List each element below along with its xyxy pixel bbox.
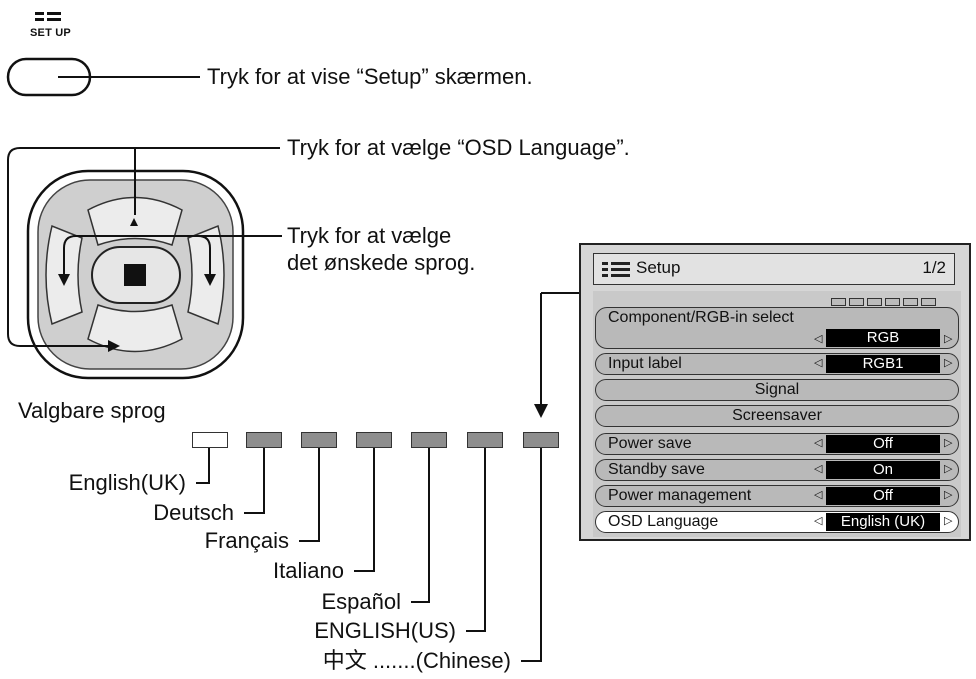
menu-row-standby-save[interactable]: Standby save ◁ On ▷ xyxy=(595,459,959,481)
right-arrow-icon: ▷ xyxy=(944,489,953,501)
osd-language-instruction: Tryk for at vælge “OSD Language”. xyxy=(287,135,630,160)
setup-button[interactable] xyxy=(8,59,90,95)
up-button[interactable] xyxy=(98,195,172,240)
language-item: Deutsch xyxy=(153,500,234,525)
menu-row-value: English (UK) xyxy=(826,513,940,531)
menu-lines-icon xyxy=(35,12,61,24)
swatch-english-us xyxy=(467,432,503,448)
menu-page-number: 1/2 xyxy=(922,258,946,277)
language-item: Français xyxy=(204,528,289,553)
right-arrow-icon: ▷ xyxy=(944,357,953,369)
menu-row-osd-language[interactable]: OSD Language ◁ English (UK) ▷ xyxy=(595,511,959,533)
language-indicator-dots xyxy=(831,293,953,324)
menu-row-label: Screensaver xyxy=(732,407,822,424)
menu-row-label: Standby save xyxy=(608,461,705,478)
setup-button-shape xyxy=(6,57,200,97)
left-arrow-icon: ◁ xyxy=(814,357,823,369)
menu-row-label: OSD Language xyxy=(608,513,719,530)
remote-direction-pad xyxy=(26,169,245,380)
languages-heading: Valgbare sprog xyxy=(18,398,166,423)
menu-header: Setup 1/2 xyxy=(593,253,955,285)
left-arrow-icon: ◁ xyxy=(814,515,823,527)
left-button[interactable] xyxy=(46,238,82,314)
menu-body: Component/RGB-in select ◁ RGB ▷ Input la… xyxy=(593,291,961,537)
swatch-espanol xyxy=(411,432,447,448)
menu-row-label: Power save xyxy=(608,435,692,452)
left-arrow-icon: ◁ xyxy=(814,437,823,449)
language-item: Español xyxy=(321,589,401,614)
setup-instruction: Tryk for at vise “Setup” skærmen. xyxy=(207,64,533,89)
menu-row-label: Component/RGB-in select xyxy=(608,309,794,326)
select-language-line1: Tryk for at vælge xyxy=(287,223,452,248)
language-item: ENGLISH(US) xyxy=(314,618,456,643)
menu-row-screensaver[interactable]: Screensaver xyxy=(595,405,959,427)
select-language-line2: det ønskede sprog. xyxy=(287,250,476,275)
right-arrow-icon: ▷ xyxy=(944,515,953,527)
right-button[interactable] xyxy=(188,238,224,314)
menu-row-label: Input label xyxy=(608,355,682,372)
swatch-chinese xyxy=(523,432,559,448)
down-button[interactable] xyxy=(98,310,172,355)
right-arrow-icon: ▷ xyxy=(944,437,953,449)
select-language-instruction: Tryk for at vælge det ønskede sprog. xyxy=(287,222,475,276)
menu-row-component-rgb[interactable]: Component/RGB-in select ◁ RGB ▷ xyxy=(595,307,959,349)
menu-row-power-management[interactable]: Power management ◁ Off ▷ xyxy=(595,485,959,507)
swatch-italiano xyxy=(356,432,392,448)
menu-row-input-label[interactable]: Input label ◁ RGB1 ▷ xyxy=(595,353,959,375)
menu-title: Setup xyxy=(636,258,681,277)
menu-row-value: RGB xyxy=(826,329,940,347)
right-arrow-icon: ▷ xyxy=(944,333,953,345)
menu-row-value: Off xyxy=(826,435,940,453)
menu-row-value: Off xyxy=(826,487,940,505)
menu-lines-icon xyxy=(602,261,630,279)
center-button[interactable] xyxy=(92,247,180,303)
right-arrow-icon: ▷ xyxy=(944,463,953,475)
menu-row-value: RGB1 xyxy=(826,355,940,373)
left-arrow-icon: ◁ xyxy=(814,463,823,475)
language-item: English(UK) xyxy=(68,470,186,495)
menu-row-label: Signal xyxy=(754,381,800,398)
left-arrow-icon: ◁ xyxy=(814,333,823,345)
menu-row-value: On xyxy=(826,461,940,479)
setup-menu: Setup 1/2 Component/RGB-in select ◁ RGB … xyxy=(579,243,971,541)
swatch-francais xyxy=(301,432,337,448)
menu-row-signal[interactable]: Signal xyxy=(595,379,959,401)
swatch-english-uk xyxy=(192,432,228,448)
setup-button-label: SET UP xyxy=(30,27,71,39)
language-item: Italiano xyxy=(273,558,344,583)
left-arrow-icon: ◁ xyxy=(814,489,823,501)
language-item: 中文 .......(Chinese) xyxy=(322,648,511,673)
menu-row-label: Power management xyxy=(608,487,752,504)
menu-row-power-save[interactable]: Power save ◁ Off ▷ xyxy=(595,433,959,455)
swatch-deutsch xyxy=(246,432,282,448)
